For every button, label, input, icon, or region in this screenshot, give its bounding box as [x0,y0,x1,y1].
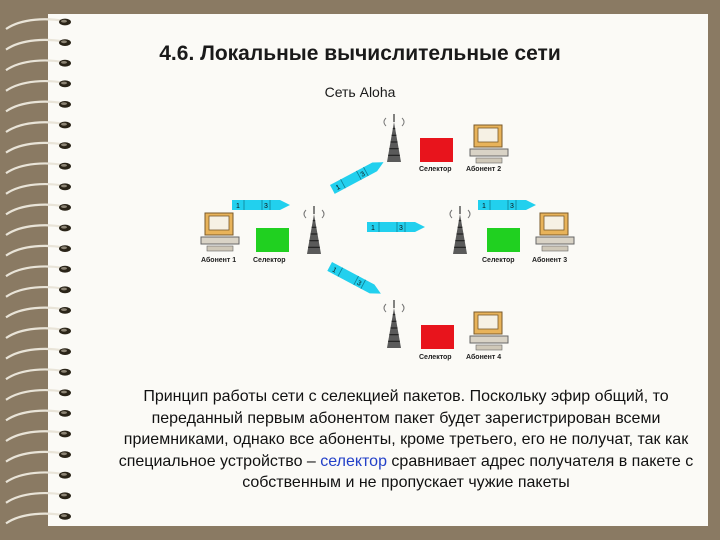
selector-box-3 [487,228,520,252]
binding-ring [5,306,71,319]
binding-ring [5,450,71,463]
packet-field-a: 1 [335,184,342,192]
binding-ring [5,368,71,381]
computer-icon [200,212,240,252]
binding-ring [5,18,71,30]
binding-ring [5,141,71,154]
slide-title: 4.6. Локальные вычислительные сети [159,42,561,65]
computer-icon [469,311,509,351]
selector-label-1: Селектор [253,257,286,264]
selector-label-2: Селектор [419,166,452,173]
binding-ring [5,430,71,442]
packet-field-b: 3 [510,203,514,210]
description-part-2: сравнивает адрес получателя в пакете с с… [242,452,694,492]
binding-ring [5,389,71,401]
selector-label-4: Селектор [419,354,452,361]
binding-ring [5,203,71,216]
selector-highlight: селектор [320,452,387,470]
binding-ring [5,100,71,113]
selector-box-4 [421,325,454,349]
packet-field-b: 3 [360,171,367,179]
slide-subtitle: Сеть Aloha [324,84,396,100]
slide-background [48,14,708,526]
binding-ring [5,409,71,422]
binding-ring [5,471,71,484]
spiral-binding [5,18,71,525]
binding-ring [5,327,71,339]
binding-ring [5,347,71,360]
antenna-tower-icon [303,206,325,254]
binding-ring [5,286,71,298]
binding-ring [5,265,71,278]
packet-field-b: 3 [356,280,363,288]
binding-ring [5,80,71,92]
binding-ring [5,121,71,133]
binding-ring [5,492,71,504]
antenna-tower-icon [383,300,405,348]
binding-ring [5,162,71,175]
subscriber-label-4: Абонент 4 [466,353,501,361]
packet-field-a: 1 [482,203,486,210]
binding-ring [5,244,71,257]
packet-field-b: 3 [399,225,403,232]
packet-field-b: 3 [264,203,268,210]
description-text: Принцип работы сети с селекцией пакетов.… [108,386,704,494]
subscriber-label-1: Абонент 1 [201,256,236,264]
subscriber-label-2: Абонент 2 [466,165,501,173]
packet-field-a: 1 [371,225,375,232]
computer-icon [469,124,509,164]
binding-ring [5,224,71,236]
binding-ring [5,38,71,51]
binding-ring [5,59,71,72]
antenna-tower-icon [449,206,471,254]
binding-ring [5,183,71,195]
packet-field-a: 1 [236,203,240,210]
selector-box-2 [420,138,453,162]
selector-box-1 [256,228,289,252]
selector-label-3: Селектор [482,257,515,264]
antenna-tower-icon [383,114,405,162]
computer-icon [535,212,575,252]
data-packet: 13 [330,162,384,194]
data-packet: 13 [327,262,381,294]
binding-ring [5,512,71,525]
packet-field-a: 1 [331,267,338,275]
subscriber-label-3: Абонент 3 [532,256,567,264]
description-part-1: Принцип работы сети с селекцией пакетов.… [118,388,689,470]
